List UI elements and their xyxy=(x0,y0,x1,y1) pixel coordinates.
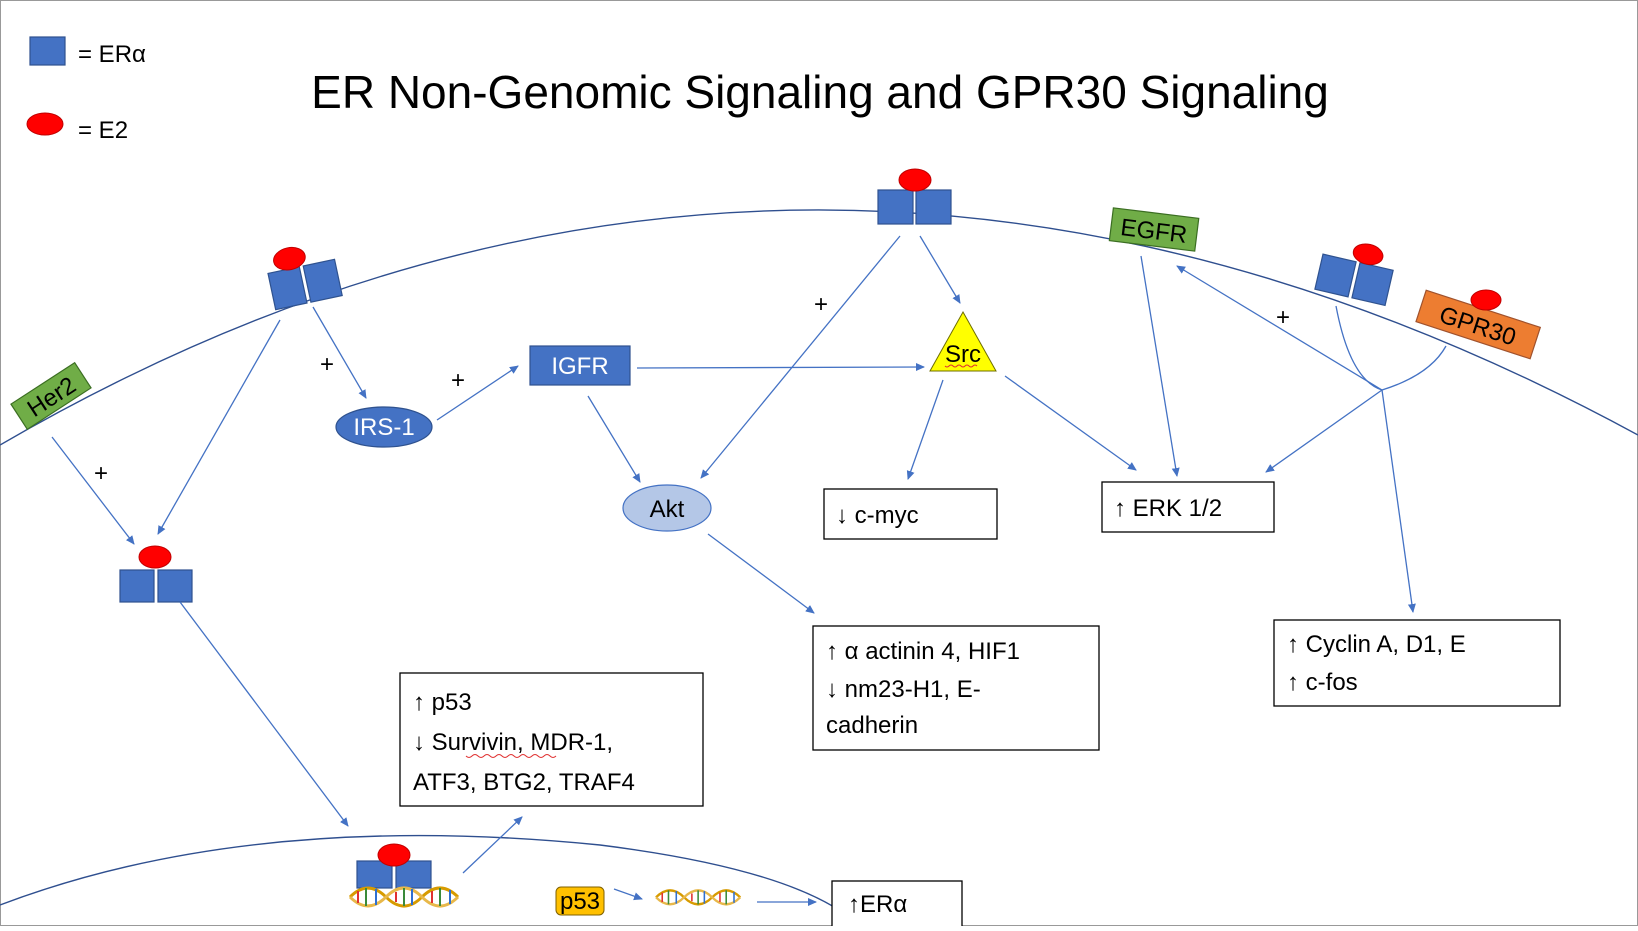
egfr-node: EGFR xyxy=(1108,207,1200,252)
cmyc-box-line-1: ↓ c-myc xyxy=(836,502,919,529)
arrow-dimer-top-to-src xyxy=(919,235,961,304)
arrow-dimer-to-irs1 xyxy=(312,306,367,399)
erk-box xyxy=(1101,481,1275,533)
p53-tag xyxy=(555,886,605,916)
arrow-p53-to-dna xyxy=(613,888,643,901)
dna-helix-icon xyxy=(348,886,460,908)
era-up-box-line-1: ↑ERα xyxy=(848,891,907,918)
actinin-box xyxy=(812,625,1100,751)
arrow-igfr-to-src xyxy=(636,363,925,372)
page-title: ER Non-Genomic Signaling and GPR30 Signa… xyxy=(311,66,1329,118)
actinin-box-line-1: ↑ α actinin 4, HIF1 xyxy=(826,638,1020,665)
arrow-merge-to-erk xyxy=(1265,389,1383,473)
legend-era-label: = ERα xyxy=(78,41,146,68)
cyclin-box-line-2: ↑ c-fos xyxy=(1287,669,1358,696)
cyclin-box xyxy=(1273,619,1561,707)
igfr-label: IGFR xyxy=(551,353,608,380)
plus-egfr: + xyxy=(1276,304,1290,331)
receptor-dimer-left xyxy=(267,246,343,311)
arrow-merge-to-egfr xyxy=(1176,265,1383,391)
dna-helix-icon xyxy=(655,889,742,906)
arrow-nucleus-to-p53-box xyxy=(462,816,523,874)
plus-igfr: + xyxy=(451,367,465,394)
survivin-spellcheck xyxy=(465,754,557,758)
receptor-dimer-nucleus xyxy=(356,843,432,889)
arrow-igfr-to-akt xyxy=(587,395,641,483)
arrow-dimer-to-nucleus xyxy=(179,601,349,827)
receptor-dimer-top xyxy=(877,168,952,225)
actinin-box-line-2: ↓ nm23-H1, E- xyxy=(826,676,981,703)
arrow-dimer-left-to-dimer xyxy=(157,319,281,535)
arrow-irs1-to-igfr xyxy=(436,365,519,421)
akt-node xyxy=(622,484,712,532)
erk-box-line-1: ↑ ERK 1/2 xyxy=(1114,495,1222,522)
plus-irs1: + xyxy=(320,351,334,378)
arrow-src-to-erk xyxy=(1004,375,1137,471)
plus-akt: + xyxy=(814,291,828,318)
legend: = ERα = E2 xyxy=(26,36,146,144)
nuclear-membrane xyxy=(0,834,861,927)
src-node xyxy=(929,310,997,372)
legend-era-swatch xyxy=(29,36,66,66)
p53-box-line-2: ↓ Survivin, MDR-1, xyxy=(413,729,613,756)
cell-membrane xyxy=(0,209,1638,446)
cyclin-box-line-1: ↑ Cyclin A, D1, E xyxy=(1287,631,1466,658)
p53-box-line-3: ATF3, BTG2, TRAF4 xyxy=(413,769,635,796)
gpr30-e2 xyxy=(1470,289,1502,311)
receptor-dimer-cytoplasm xyxy=(119,545,193,603)
irs1-node xyxy=(335,406,433,448)
arrow-egfr-to-erk xyxy=(1140,255,1180,477)
irs1-label: IRS-1 xyxy=(353,414,414,441)
cmyc-box xyxy=(823,488,998,540)
igfr-node xyxy=(529,345,631,386)
p53-box xyxy=(399,672,704,807)
p53-box-line-1: ↑ p53 xyxy=(413,689,472,716)
arrow-her2-to-dimer xyxy=(51,436,135,545)
arrows xyxy=(51,235,1447,906)
actinin-box-line-3: cadherin xyxy=(826,712,918,739)
her2-node: Her2 xyxy=(10,361,92,431)
arrow-akt-to-actinin xyxy=(707,533,815,614)
receptor-dimer-right xyxy=(1314,243,1394,307)
arrow-src-to-cmyc xyxy=(906,379,944,480)
src-spellcheck xyxy=(944,364,978,368)
arrow-dimer-top-to-akt xyxy=(700,235,901,479)
legend-e2-label: = E2 xyxy=(78,117,128,144)
legend-e2-swatch xyxy=(26,112,64,136)
arrow-merge-to-cyclin xyxy=(1381,389,1416,613)
p53-tag-label: p53 xyxy=(560,888,600,915)
akt-label: Akt xyxy=(650,496,685,523)
src-label: Src xyxy=(945,341,981,368)
era-up-box xyxy=(831,880,963,931)
plus-her2: + xyxy=(94,460,108,487)
